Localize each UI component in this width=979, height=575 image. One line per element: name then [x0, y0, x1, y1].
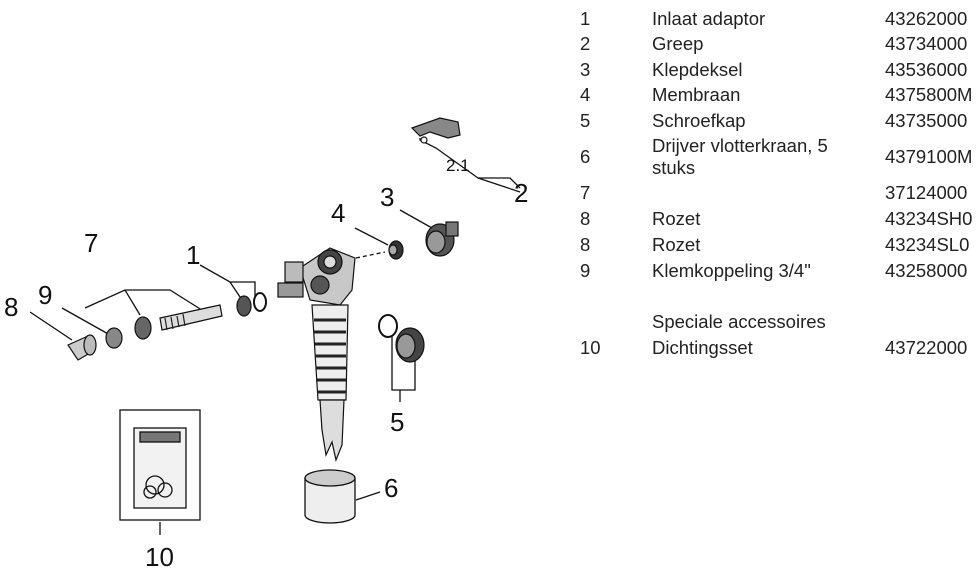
part-code: 43722000: [885, 337, 968, 358]
part-name-continued: stuks: [652, 157, 696, 178]
part-code: 4379100M: [885, 146, 973, 167]
part-name: Schroefkap: [652, 110, 746, 131]
leader-6: [355, 491, 381, 501]
exploded-parts-diagram: 1 2 2.1 3 4 5 6 7 8 9 10: [4, 117, 528, 572]
part-number: 5: [580, 110, 591, 131]
part-number: 10: [580, 337, 601, 358]
callout-2-1: 2.1: [446, 156, 470, 175]
callout-6: 6: [384, 473, 398, 503]
part-name: Rozet: [652, 208, 701, 229]
part-2-handle: [410, 117, 461, 144]
leader-1: [199, 264, 256, 302]
part-name: Membraan: [652, 84, 741, 105]
callout-3: 3: [380, 182, 394, 212]
part-number: 6: [580, 146, 591, 167]
leader-4: [354, 227, 389, 246]
part-1-inlet-adaptor: [236, 292, 267, 317]
part-name: Greep: [652, 33, 704, 54]
part-code: 43258000: [885, 260, 968, 281]
leader-7: [84, 289, 206, 313]
part-number: 8: [580, 234, 591, 255]
part-code: 43234SL0: [885, 234, 970, 255]
part-name: Klepdeksel: [652, 59, 743, 80]
part-name: Klemkoppeling 3/4": [652, 260, 811, 281]
part-code: 43734000: [885, 33, 968, 54]
part-10-seal-set: [119, 409, 201, 521]
part-name: Dichtingsset: [652, 337, 753, 358]
section-heading-special-accessories: Speciale accessoires: [652, 311, 826, 332]
part-4-membrane: [388, 240, 404, 260]
callout-4: 4: [331, 198, 345, 228]
part-3-valve-cap: [425, 221, 459, 257]
part-name: Rozet: [652, 234, 701, 255]
part-6-float: [304, 469, 356, 524]
part-number: 4: [580, 84, 591, 105]
part-number: 7: [580, 182, 591, 203]
part-7-pipe: [134, 304, 223, 340]
leader-5: [391, 335, 416, 391]
callout-1: 1: [186, 240, 200, 270]
callout-8: 8: [4, 292, 18, 322]
part-valve-body: [277, 247, 356, 463]
leader-8: [29, 311, 73, 341]
callout-5: 5: [390, 407, 404, 437]
part-number: 8: [580, 208, 591, 229]
part-name: Drijver vlotterkraan, 5: [652, 135, 828, 156]
callout-2: 2: [514, 178, 528, 208]
part-name: Inlaat adaptor: [652, 8, 766, 29]
part-8-rosette: [67, 334, 97, 361]
part-code: 43536000: [885, 59, 968, 80]
part-code: 37124000: [885, 182, 968, 203]
part-9-clamp-coupling: [105, 327, 123, 349]
part-code: 4375800M: [885, 84, 973, 105]
part-number: 3: [580, 59, 591, 80]
part-code: 43234SH0: [885, 208, 973, 229]
part-number: 2: [580, 33, 591, 54]
part-number: 1: [580, 8, 591, 29]
part-5-screw-cap: [378, 314, 425, 363]
part-code: 43735000: [885, 110, 968, 131]
leader-2: [419, 138, 521, 189]
leader-3: [399, 209, 433, 229]
callout-10: 10: [145, 542, 174, 572]
part-code: 43262000: [885, 8, 968, 29]
part-number: 9: [580, 260, 591, 281]
callout-7: 7: [84, 228, 98, 258]
callout-9: 9: [38, 280, 52, 310]
leader-9: [61, 307, 111, 336]
